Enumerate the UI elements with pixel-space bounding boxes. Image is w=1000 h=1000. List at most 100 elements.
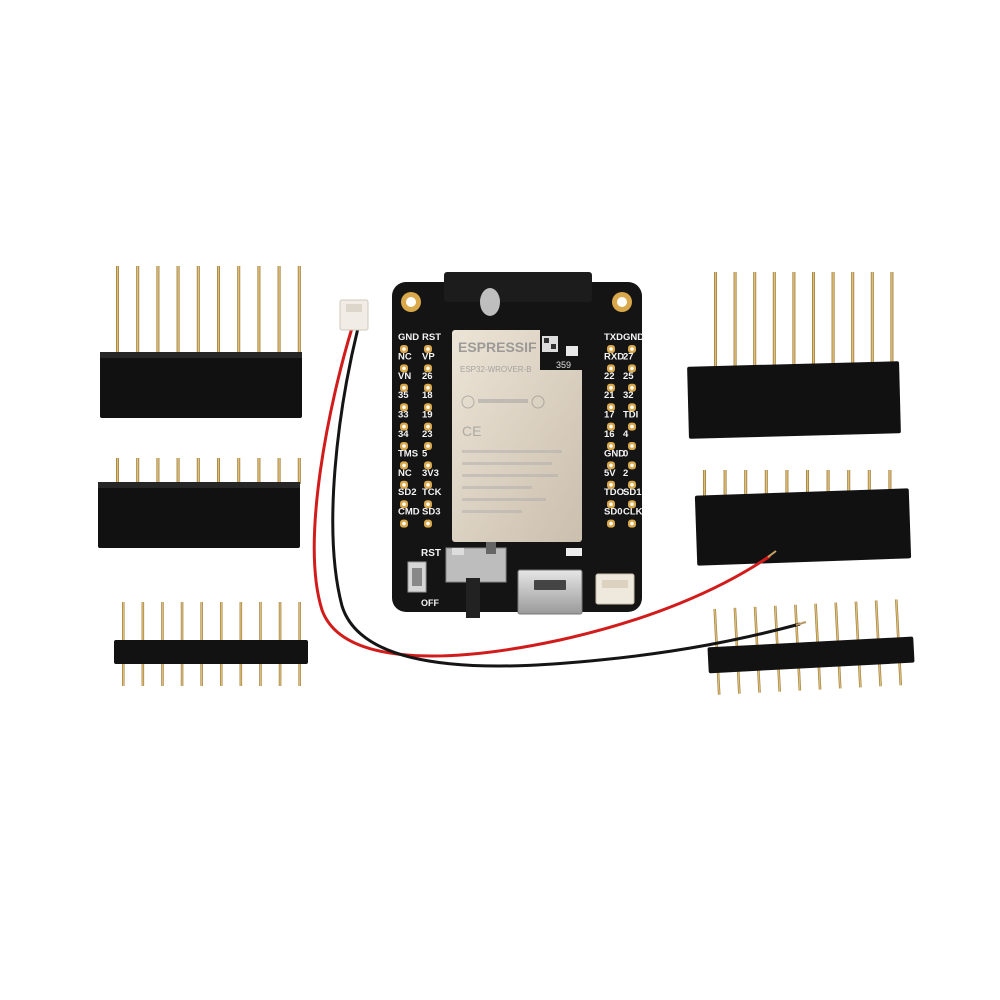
pin-label: TDI	[623, 410, 638, 421]
header-pin	[196, 458, 200, 484]
esp32-module: ESPRESSIF ESP32-WROVER-B 359 CE	[452, 330, 584, 542]
micro-usb-port	[517, 569, 583, 615]
header-pin	[257, 458, 261, 484]
pin-label: 5V	[604, 468, 616, 479]
pad-hole	[426, 483, 430, 487]
pad-hole	[630, 424, 634, 429]
pad-hole	[426, 424, 430, 429]
pin-label: NC	[398, 351, 412, 362]
pin-label: CLK	[623, 507, 643, 518]
pin-label: 27	[623, 351, 634, 362]
header-pin	[867, 470, 871, 498]
header-pin	[196, 266, 200, 354]
led-indicator	[452, 548, 582, 556]
pin-label: GND	[623, 332, 644, 343]
pad-hole	[609, 463, 613, 468]
pad-hole	[609, 483, 613, 487]
pin-label: GND	[604, 448, 625, 459]
pin-label: 5	[422, 448, 428, 459]
header-pin	[772, 272, 776, 366]
pad-hole	[402, 444, 406, 448]
pad-hole	[426, 405, 430, 410]
pad-hole	[402, 347, 406, 351]
header-pin	[733, 272, 737, 366]
pin-label: 4	[623, 429, 629, 440]
pin-label: TDO	[604, 487, 624, 498]
pin-label: 21	[604, 390, 615, 401]
header-pin	[890, 272, 894, 366]
header-pin	[851, 272, 855, 366]
male-header-right	[707, 599, 915, 695]
wire-tip-black	[795, 621, 807, 626]
jst-connector	[339, 299, 369, 331]
pin-label: CMD	[398, 507, 420, 518]
pad-hole	[402, 424, 406, 429]
header-pin	[812, 272, 815, 366]
pad-hole	[630, 502, 634, 507]
header-pin	[744, 470, 748, 498]
pin-label: 35	[398, 390, 409, 401]
pad-hole	[609, 424, 613, 429]
header-pin	[870, 272, 874, 366]
module-ce-mark: CE	[462, 423, 481, 439]
pin-label: SD1	[623, 487, 642, 498]
female-header-short-right	[694, 470, 912, 566]
header-pin	[277, 458, 281, 484]
pin-label: 3V3	[422, 468, 439, 479]
pad-hole	[402, 405, 406, 410]
header-pin	[116, 458, 119, 484]
rst-label: RST	[421, 548, 441, 559]
header-pin	[831, 272, 835, 366]
pad-hole	[609, 444, 613, 448]
off-label: OFF	[421, 598, 439, 608]
pad-hole	[630, 405, 634, 410]
pin-label: 23	[422, 429, 433, 440]
pin-label: 2	[623, 468, 628, 479]
pin-label: VN	[398, 371, 411, 382]
battery-wire-black	[331, 327, 801, 668]
pad-hole	[426, 347, 430, 351]
male-header-left	[114, 602, 308, 686]
pad-hole	[630, 521, 634, 526]
pin-label: 0	[623, 448, 628, 459]
pad-hole	[609, 502, 613, 507]
pin-label: RST	[422, 332, 441, 343]
pin-label: SD3	[422, 507, 440, 518]
header-pin	[277, 266, 281, 354]
header-pin	[764, 470, 768, 498]
header-pin	[785, 470, 789, 498]
header-pin	[888, 470, 892, 498]
pad-hole	[402, 366, 406, 371]
pin-label: NC	[398, 468, 412, 479]
header-pin	[847, 470, 851, 498]
pad-hole	[609, 405, 613, 410]
pin-label: RXD	[604, 351, 624, 362]
pin-label: 26	[422, 371, 433, 382]
header-pin	[714, 272, 717, 366]
header-pin	[156, 458, 160, 484]
pin-label: VP	[422, 351, 435, 362]
pin-label: SD0	[604, 507, 622, 518]
pad-hole	[630, 463, 634, 468]
pin-label: 17	[604, 410, 615, 421]
header-pin	[792, 272, 796, 366]
pad-hole	[630, 347, 634, 351]
pad-hole	[630, 444, 634, 448]
pin-label: 32	[623, 390, 634, 401]
header-pin	[237, 266, 241, 354]
pin-label: 34	[398, 429, 409, 440]
pad-hole	[426, 444, 430, 448]
pin-label: TXD	[604, 332, 623, 343]
header-pin	[297, 458, 301, 484]
header-pin	[176, 266, 180, 354]
header-pin	[136, 458, 140, 484]
pad-hole	[630, 366, 634, 371]
header-pin	[826, 470, 830, 498]
pin-label: 25	[623, 371, 634, 382]
female-header-short-left	[98, 458, 301, 548]
pad-hole	[609, 386, 613, 390]
header-pin	[156, 266, 160, 354]
header-pin	[703, 470, 706, 498]
